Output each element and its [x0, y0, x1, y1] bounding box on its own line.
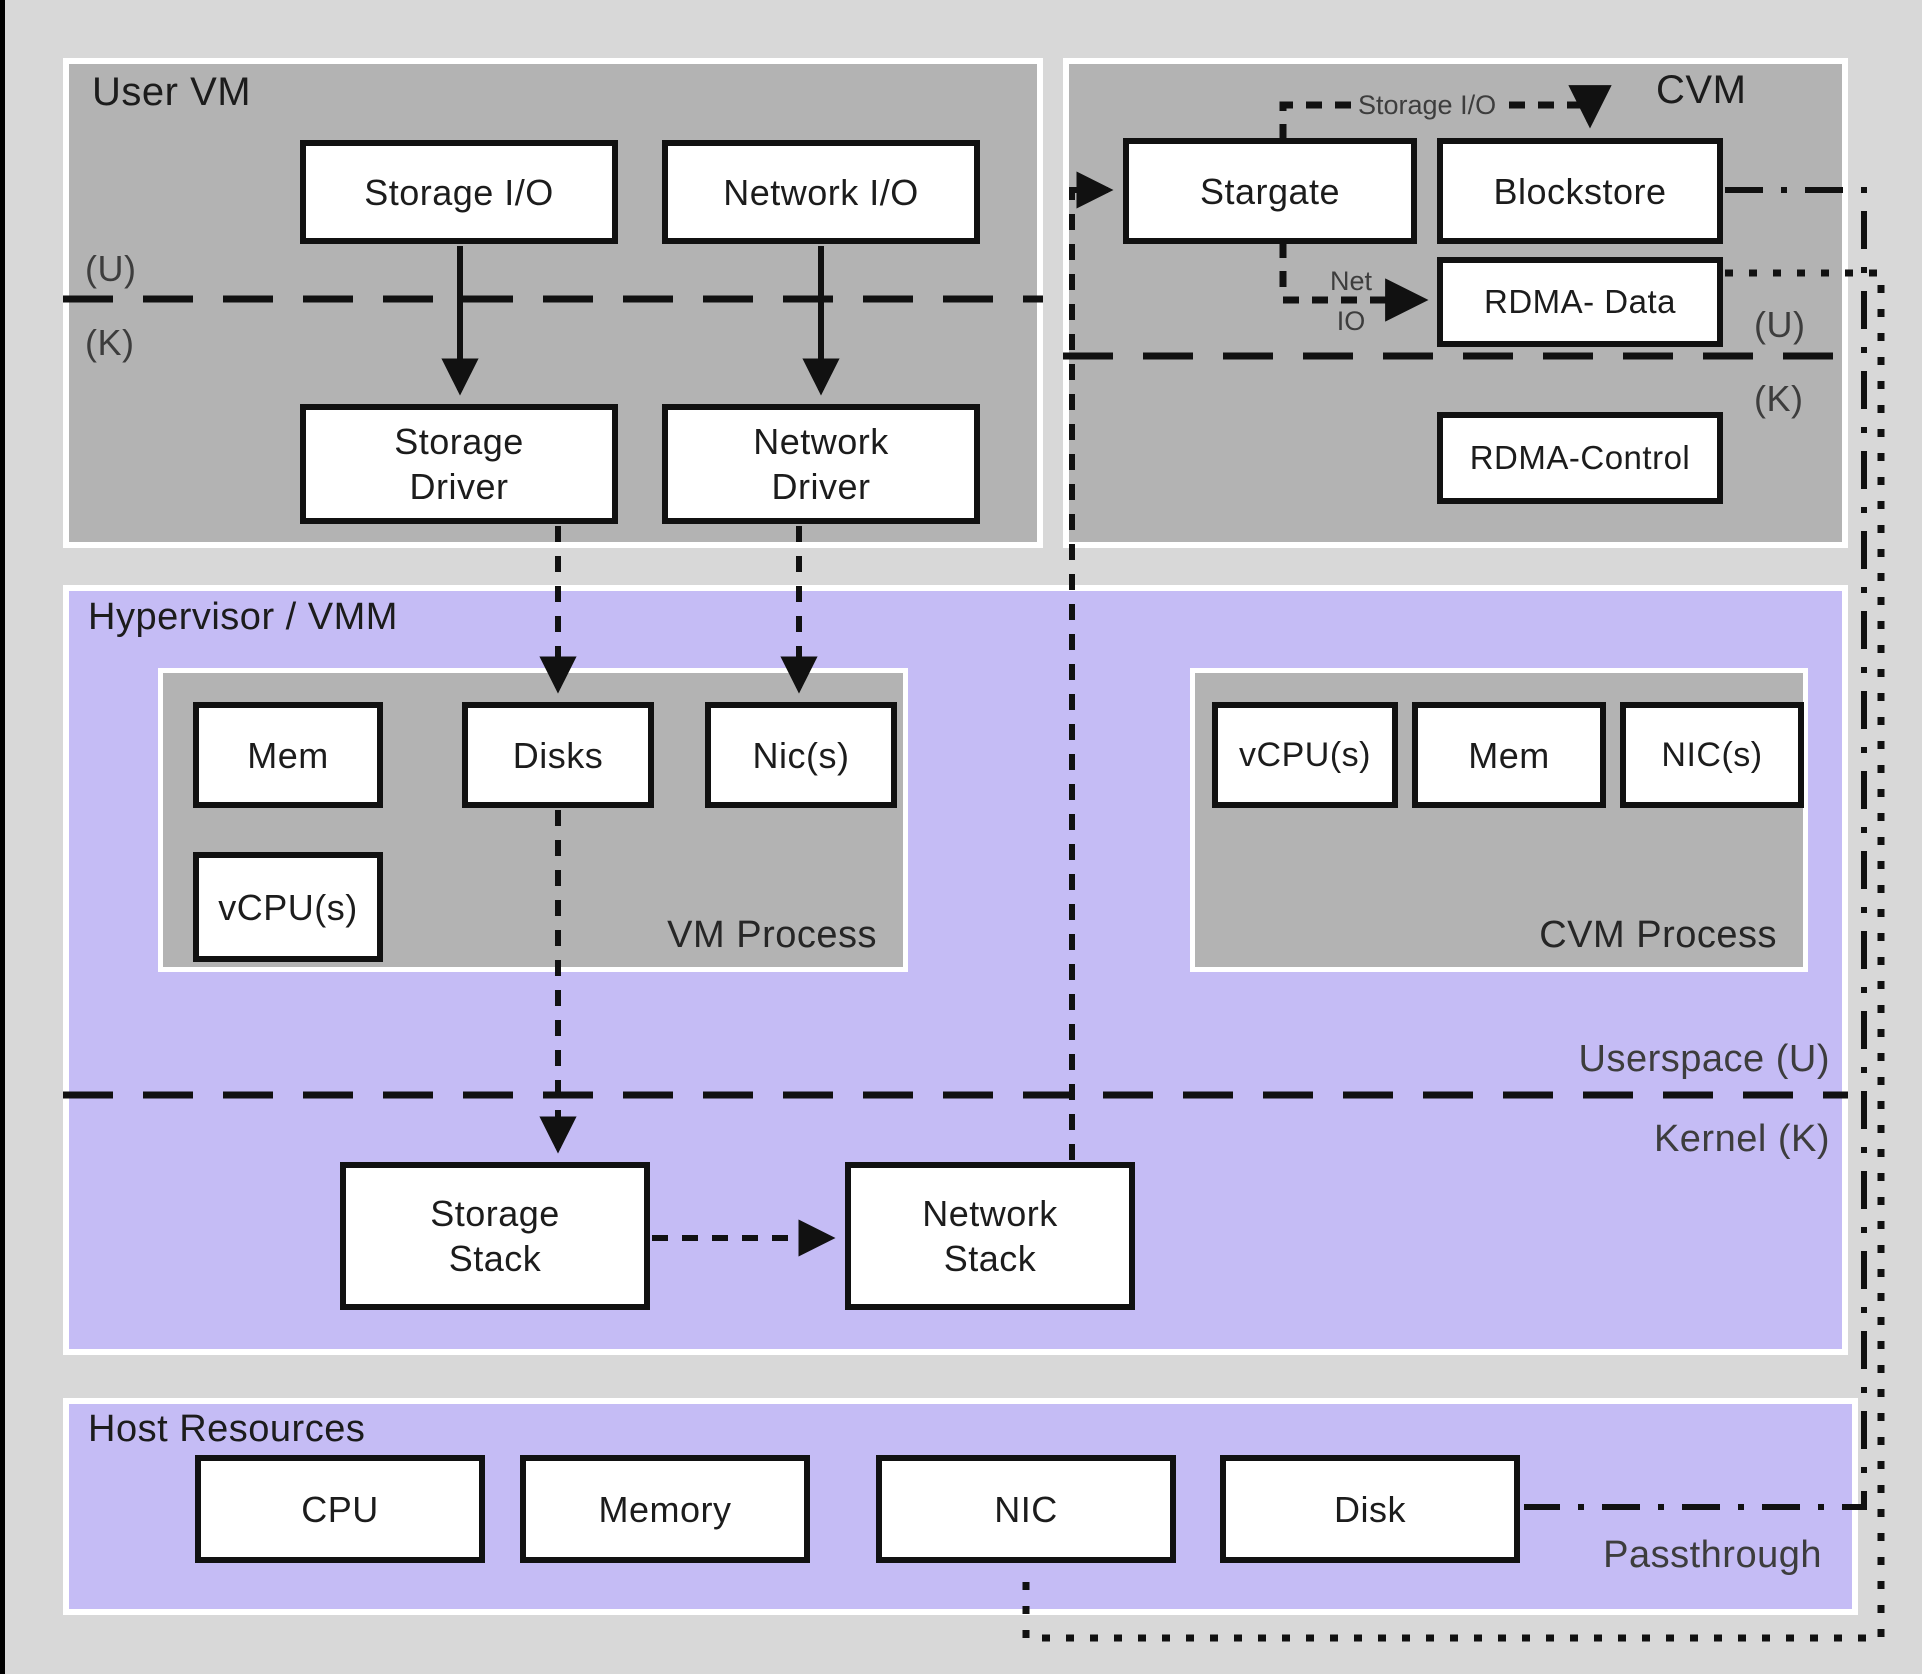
storage-io-box: Storage I/O: [300, 140, 618, 244]
vm-disks-label: Disks: [512, 734, 604, 776]
cpu-box: CPU: [195, 1455, 485, 1563]
storage-io-flow-label: Storage I/O: [1352, 90, 1503, 121]
cvm-mem-box: Mem: [1412, 702, 1606, 808]
vm-vcpus-box: vCPU(s): [193, 852, 383, 962]
stargate-label: Stargate: [1199, 170, 1341, 212]
rdma-data-box: RDMA- Data: [1437, 257, 1723, 347]
cvm-kernel-label: (K): [1754, 378, 1804, 419]
blockstore-box: Blockstore: [1437, 138, 1723, 244]
user-vm-title: User VM: [92, 70, 252, 114]
disk-box: Disk: [1220, 1455, 1520, 1563]
host-resources-title: Host Resources: [88, 1408, 366, 1450]
storage-driver-line2: Driver: [409, 466, 509, 507]
rdma-data-label: RDMA- Data: [1483, 283, 1677, 321]
vm-disks-box: Disks: [462, 702, 654, 808]
cvm-userspace-label: (U): [1754, 304, 1806, 345]
network-stack-box: Network Stack: [845, 1162, 1135, 1310]
passthrough-label: Passthrough: [1603, 1534, 1822, 1576]
memory-label: Memory: [598, 1488, 732, 1530]
cvm-vcpus-label: vCPU(s): [1239, 735, 1371, 774]
cvm-title: CVM: [1656, 68, 1747, 112]
storage-io-label: Storage I/O: [364, 171, 554, 213]
left-edge-strip: [0, 0, 5, 1674]
disk-label: Disk: [1334, 1488, 1406, 1530]
cvm-process-label: CVM Process: [1539, 914, 1777, 956]
rdma-control-label: RDMA-Control: [1469, 439, 1691, 477]
nic-box: NIC: [876, 1455, 1176, 1563]
stargate-box: Stargate: [1123, 138, 1417, 244]
network-driver-box: Network Driver: [662, 404, 980, 524]
network-io-box: Network I/O: [662, 140, 980, 244]
network-stack-line1: Network: [922, 1193, 1058, 1234]
vm-mem-box: Mem: [193, 702, 383, 808]
cvm-vcpus-box: vCPU(s): [1212, 702, 1398, 808]
network-driver-line1: Network: [753, 421, 889, 462]
storage-stack-box: Storage Stack: [340, 1162, 650, 1310]
storage-driver-box: Storage Driver: [300, 404, 618, 524]
memory-box: Memory: [520, 1455, 810, 1563]
userspace-label: Userspace (U): [1578, 1038, 1830, 1080]
vm-nics-label: Nic(s): [752, 734, 850, 776]
kernel-label: Kernel (K): [1653, 1118, 1830, 1160]
network-io-label: Network I/O: [723, 171, 919, 213]
network-driver-line2: Driver: [771, 466, 871, 507]
rdma-control-box: RDMA-Control: [1437, 412, 1723, 504]
user-vm-kernel-label: (K): [85, 322, 135, 363]
blockstore-label: Blockstore: [1493, 170, 1667, 212]
cvm-nics-box: NIC(s): [1620, 702, 1804, 808]
vm-mem-label: Mem: [247, 734, 329, 776]
vm-vcpus-label: vCPU(s): [218, 886, 358, 928]
storage-driver-line1: Storage: [394, 421, 524, 462]
storage-stack-line1: Storage: [430, 1193, 560, 1234]
hypervisor-title: Hypervisor / VMM: [88, 596, 398, 638]
network-stack-line2: Stack: [943, 1238, 1037, 1279]
cpu-label: CPU: [301, 1488, 379, 1530]
user-vm-userspace-label: (U): [85, 248, 137, 289]
cvm-mem-label: Mem: [1468, 734, 1550, 776]
net-io-flow-label-line2: IO: [1336, 306, 1366, 336]
vm-process-label: VM Process: [667, 914, 877, 956]
net-io-flow-label-line1: Net: [1329, 266, 1373, 296]
cvm-nics-label: NIC(s): [1661, 735, 1763, 774]
vm-nics-box: Nic(s): [705, 702, 897, 808]
storage-stack-line2: Stack: [448, 1238, 542, 1279]
nic-label: NIC: [994, 1488, 1058, 1530]
